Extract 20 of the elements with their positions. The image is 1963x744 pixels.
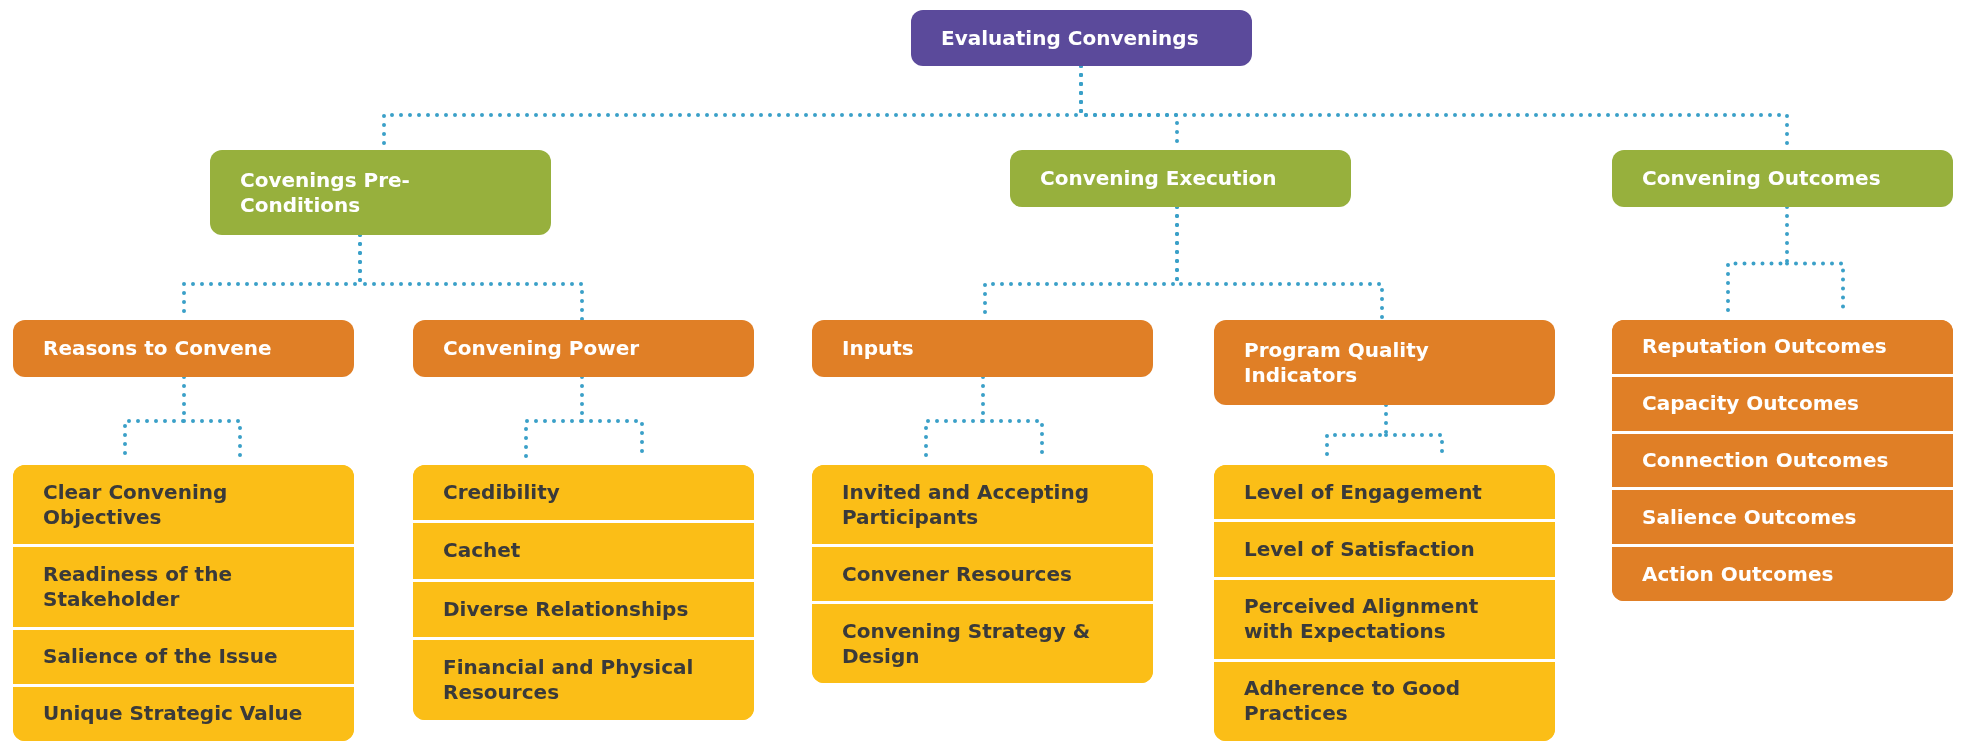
subcategory-box: Convening Power — [413, 320, 754, 377]
list-item: Action Outcomes — [1612, 544, 1953, 601]
subcategory-box: Program Quality Indicators — [1214, 320, 1555, 405]
item-list-panel — [1612, 320, 1953, 601]
list-item: Financial and Physical Resources — [413, 636, 754, 720]
list-item: Adherence to Good Practices — [1214, 658, 1555, 741]
item-list-panel — [812, 465, 1153, 683]
subcategory-box: Inputs — [812, 320, 1153, 377]
title-box: Evaluating Convenings — [911, 10, 1252, 66]
subcategory-box: Reasons to Convene — [13, 320, 354, 377]
item-list-panel — [413, 465, 754, 720]
item-list-panel — [1214, 465, 1555, 741]
dotted-connector — [358, 233, 584, 322]
dotted-connector — [1175, 205, 1384, 322]
list-item: Unique Strategic Value — [13, 683, 354, 741]
category-box: Covenings Pre-Conditions — [210, 150, 551, 235]
category-box: Convening Execution — [1010, 150, 1351, 207]
list-item: Convening Strategy & Design — [812, 601, 1153, 683]
item-list-panel — [13, 465, 354, 741]
category-box: Convening Outcomes — [1612, 150, 1953, 207]
